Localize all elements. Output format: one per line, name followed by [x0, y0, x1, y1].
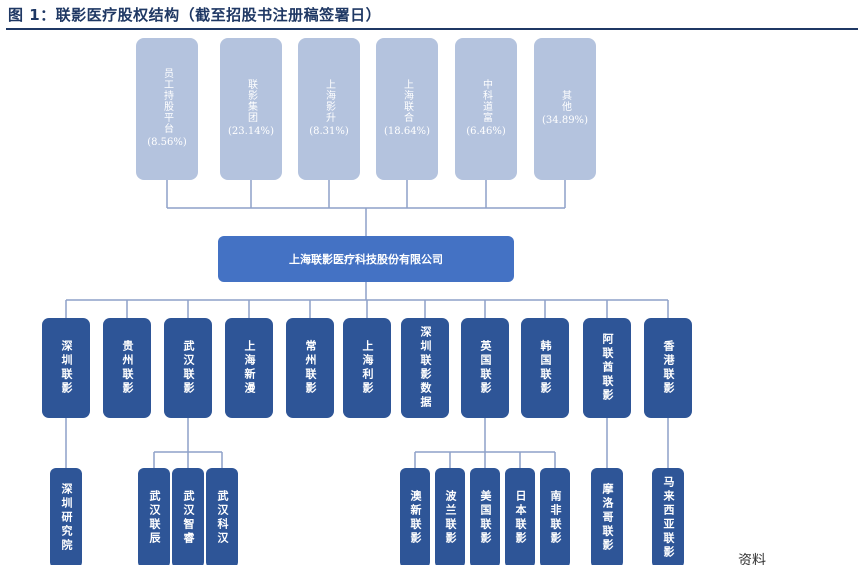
source-note: 资料 [738, 553, 766, 565]
sub-subsidiary-box: 波兰联影 [435, 468, 465, 565]
subsidiary-box: 香港联影 [644, 318, 692, 418]
subsidiary-box: 贵州联影 [103, 318, 151, 418]
subsidiary-box: 阿联酋联影 [583, 318, 631, 418]
sub-subsidiary-name: 武汉联辰 [148, 490, 161, 546]
shareholder-box: 其他 (34.89%) [534, 38, 596, 180]
shareholder-box: 联影集团 (23.14%) [220, 38, 282, 180]
subsidiary-name: 贵州联影 [121, 340, 134, 396]
subsidiary-name: 深圳联影数据 [419, 326, 432, 410]
shareholder-pct: (8.31%) [309, 126, 349, 137]
subsidiary-name: 上海新漫 [243, 340, 256, 396]
sub-subsidiary-name: 马来西亚联影 [662, 476, 675, 560]
sub-subsidiary-box: 武汉科汉 [206, 468, 238, 565]
shareholder-pct: (18.64%) [384, 126, 430, 137]
shareholder-pct: (8.56%) [147, 137, 187, 148]
subsidiary-name: 上海利影 [361, 340, 374, 396]
subsidiary-name: 深圳联影 [60, 340, 73, 396]
shareholder-name: 中科道富 [480, 79, 492, 123]
sub-subsidiary-name: 日本联影 [514, 490, 527, 546]
subsidiary-box: 武汉联影 [164, 318, 212, 418]
shareholder-name: 员工持股平台 [161, 68, 173, 134]
shareholder-box: 员工持股平台 (8.56%) [136, 38, 198, 180]
subsidiary-name: 英国联影 [479, 340, 492, 396]
sub-subsidiary-name: 美国联影 [479, 490, 492, 546]
subsidiary-name: 韩国联影 [539, 340, 552, 396]
shareholder-pct: (34.89%) [542, 115, 588, 126]
sub-subsidiary-name: 南非联影 [549, 490, 562, 546]
sub-subsidiary-name: 摩洛哥联影 [601, 483, 614, 553]
shareholder-name: 上海影升 [323, 79, 335, 123]
subsidiary-box: 韩国联影 [521, 318, 569, 418]
company-name: 上海联影医疗科技股份有限公司 [289, 253, 443, 266]
sub-subsidiary-name: 深圳研究院 [60, 483, 73, 553]
subsidiary-box: 常州联影 [286, 318, 334, 418]
sub-subsidiary-box: 南非联影 [540, 468, 570, 565]
title-rule [6, 28, 858, 30]
sub-subsidiary-name: 武汉科汉 [216, 490, 229, 546]
sub-subsidiary-name: 武汉智睿 [182, 490, 195, 546]
subsidiary-box: 上海利影 [343, 318, 391, 418]
sub-subsidiary-box: 澳新联影 [400, 468, 430, 565]
subsidiary-name: 常州联影 [304, 340, 317, 396]
sub-subsidiary-box: 深圳研究院 [50, 468, 82, 565]
sub-subsidiary-box: 武汉智睿 [172, 468, 204, 565]
sub-subsidiary-name: 澳新联影 [409, 490, 422, 546]
figure-title: 图 1：联影医疗股权结构（截至招股书注册稿签署日） [8, 6, 382, 24]
sub-subsidiary-box: 马来西亚联影 [652, 468, 684, 565]
shareholder-pct: (23.14%) [228, 126, 274, 137]
subsidiary-box: 深圳联影 [42, 318, 90, 418]
shareholder-name: 联影集团 [245, 79, 257, 123]
company-box: 上海联影医疗科技股份有限公司 [218, 236, 514, 282]
subsidiary-box: 上海新漫 [225, 318, 273, 418]
subsidiary-box: 英国联影 [461, 318, 509, 418]
shareholder-box: 上海联合 (18.64%) [376, 38, 438, 180]
shareholder-name: 其他 [559, 90, 571, 112]
sub-subsidiary-box: 摩洛哥联影 [591, 468, 623, 565]
sub-subsidiary-box: 武汉联辰 [138, 468, 170, 565]
sub-subsidiary-box: 日本联影 [505, 468, 535, 565]
shareholder-box: 中科道富 (6.46%) [455, 38, 517, 180]
sub-subsidiary-name: 波兰联影 [444, 490, 457, 546]
shareholder-box: 上海影升 (8.31%) [298, 38, 360, 180]
subsidiary-name: 阿联酋联影 [601, 333, 614, 403]
shareholder-pct: (6.46%) [466, 126, 506, 137]
shareholder-name: 上海联合 [401, 79, 413, 123]
sub-subsidiary-box: 美国联影 [470, 468, 500, 565]
subsidiary-box: 深圳联影数据 [401, 318, 449, 418]
subsidiary-name: 武汉联影 [182, 340, 195, 396]
subsidiary-name: 香港联影 [662, 340, 675, 396]
